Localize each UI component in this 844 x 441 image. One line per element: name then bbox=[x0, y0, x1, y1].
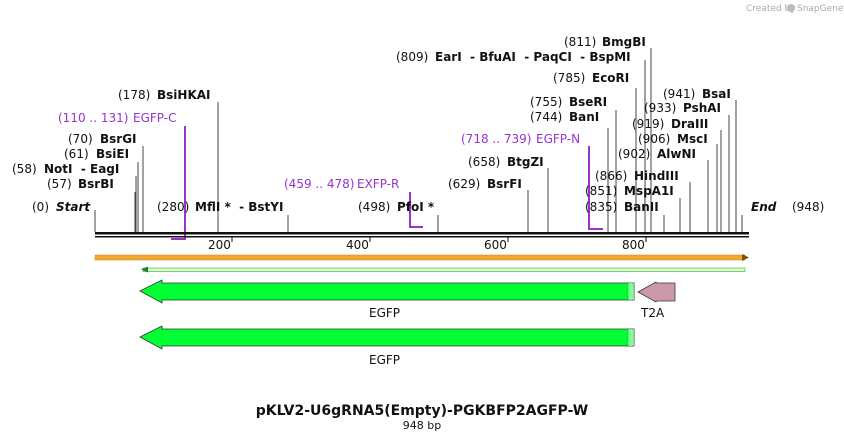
axis-tick-800: 800 bbox=[622, 238, 645, 252]
site-pos-bsrfi: (629) bbox=[448, 177, 480, 191]
site-pos-pfoi: (498) bbox=[358, 200, 390, 214]
site-name-ecori: EcoRI bbox=[592, 71, 629, 85]
primer-name-exfp-r: EXFP-R bbox=[357, 177, 399, 191]
site-pos-mfli: (280) bbox=[157, 200, 189, 214]
site-pos-bmgbi: (811) bbox=[564, 35, 596, 49]
axis-tick-marks bbox=[231, 237, 647, 242]
credit-brand: SnapGene bbox=[797, 4, 844, 14]
site-pos-bani: (744) bbox=[530, 110, 562, 124]
site-name-noti-eagi: NotI - EagI bbox=[44, 162, 119, 176]
primer-egfp-n-marker bbox=[588, 146, 603, 230]
site-name-bsiei: BsiEI bbox=[96, 147, 129, 161]
primer-name-egfp-c: EGFP-C bbox=[133, 111, 176, 125]
site-name-bani: BanI bbox=[569, 110, 599, 124]
primer-exfp-r-marker bbox=[409, 192, 423, 228]
site-name-pshai: PshAI bbox=[683, 101, 721, 115]
site-name-bsrbi: BsrBI bbox=[78, 177, 114, 191]
region-arrow-head bbox=[742, 254, 749, 261]
primer-pos-egfp-n: (718 .. 739) bbox=[461, 132, 531, 146]
axis-tick-200: 200 bbox=[208, 238, 231, 252]
site-name-bmgbi: BmgBI bbox=[602, 35, 646, 49]
egfp-feature-end bbox=[627, 282, 635, 301]
egfp-feature-arrow bbox=[139, 279, 635, 304]
egfp-feature-label-2: EGFP bbox=[369, 353, 400, 367]
map-title: pKLV2-U6gRNA5(Empty)-PGKBFP2AGFP-W bbox=[256, 403, 588, 419]
site-pos-bsiei: (61) bbox=[64, 147, 89, 161]
site-name-banii: BanII bbox=[624, 200, 659, 214]
site-pos-pshai: (933) bbox=[644, 101, 676, 115]
site-name-bsrfi: BsrFI bbox=[487, 177, 522, 191]
site-pos-bsrgi: (70) bbox=[68, 132, 93, 146]
site-pos-draiii: (919) bbox=[632, 117, 664, 131]
primer-egfp-c-marker bbox=[171, 126, 186, 240]
site-name-bsrgi: BsrGI bbox=[100, 132, 137, 146]
site-name-bsihkai: BsiHKAI bbox=[157, 88, 211, 102]
site-name-mfli-bstyi: MflI * - BstYI bbox=[195, 200, 283, 214]
site-name-hindiii: HindIII bbox=[634, 169, 679, 183]
start-pos: (0) bbox=[32, 200, 49, 214]
site-name-btgzi: BtgZI bbox=[507, 155, 544, 169]
primer-markers bbox=[171, 126, 603, 240]
axis-tick-labels: 200 400 600 800 bbox=[208, 238, 645, 252]
site-pos-hindiii: (866) bbox=[595, 169, 627, 183]
site-name-draiii: DraIII bbox=[671, 117, 708, 131]
egfp-feature-label: EGFP bbox=[369, 306, 400, 320]
region-bar-orange bbox=[94, 254, 746, 261]
site-pos-alwni: (902) bbox=[618, 147, 650, 161]
site-pos-mspa1i: (851) bbox=[585, 184, 617, 198]
sequence-backbone bbox=[95, 232, 749, 238]
map-length: 948 bp bbox=[403, 419, 441, 432]
site-name-bseri: BseRI bbox=[569, 95, 607, 109]
site-pos-bsai: (941) bbox=[663, 87, 695, 101]
end-label: End bbox=[751, 200, 777, 214]
site-labels: (0) Start End (948) (57) BsrBI (58) NotI… bbox=[12, 35, 824, 214]
site-pos-banii: (835) bbox=[585, 200, 617, 214]
site-pos-bsrbi: (57) bbox=[47, 177, 72, 191]
site-pos-msci: (906) bbox=[638, 132, 670, 146]
orf-arrow-head bbox=[141, 266, 148, 273]
egfp-feature-end-2 bbox=[627, 328, 635, 347]
site-name-pfoi: PfoI * bbox=[397, 200, 435, 214]
site-pos-ecori: (785) bbox=[553, 71, 585, 85]
orf-line bbox=[142, 267, 746, 272]
primer-pos-egfp-c: (110 .. 131) bbox=[58, 111, 128, 125]
axis-tick-400: 400 bbox=[346, 238, 369, 252]
site-leader-lines bbox=[94, 48, 743, 232]
axis-tick-600: 600 bbox=[484, 238, 507, 252]
primer-name-egfp-n: EGFP-N bbox=[536, 132, 580, 146]
site-name-msci: MscI bbox=[677, 132, 708, 146]
t2a-feature-arrow bbox=[637, 281, 676, 303]
credit-prefix: Created by bbox=[746, 4, 796, 14]
site-pos-btgzi: (658) bbox=[468, 155, 500, 169]
site-pos-bsihkai: (178) bbox=[118, 88, 150, 102]
site-name-eari-group: EarI - BfuAI - PaqCI - BspMI bbox=[435, 50, 631, 64]
primer-pos-exfp-r: (459 .. 478) bbox=[284, 177, 354, 191]
t2a-feature-label: T2A bbox=[640, 306, 665, 320]
start-label: Start bbox=[56, 200, 91, 214]
site-pos-eari: (809) bbox=[396, 50, 428, 64]
end-pos: (948) bbox=[792, 200, 824, 214]
site-name-bsai: BsaI bbox=[702, 87, 731, 101]
egfp-feature-arrow-2 bbox=[139, 325, 635, 350]
site-name-mspa1i: MspA1I bbox=[624, 184, 674, 198]
site-pos-bseri: (755) bbox=[530, 95, 562, 109]
snapgene-logo-icon bbox=[787, 4, 795, 12]
site-pos-noti: (58) bbox=[12, 162, 37, 176]
site-name-alwni: AlwNI bbox=[657, 147, 696, 161]
snapgene-credit: Created by SnapGene bbox=[746, 4, 844, 14]
